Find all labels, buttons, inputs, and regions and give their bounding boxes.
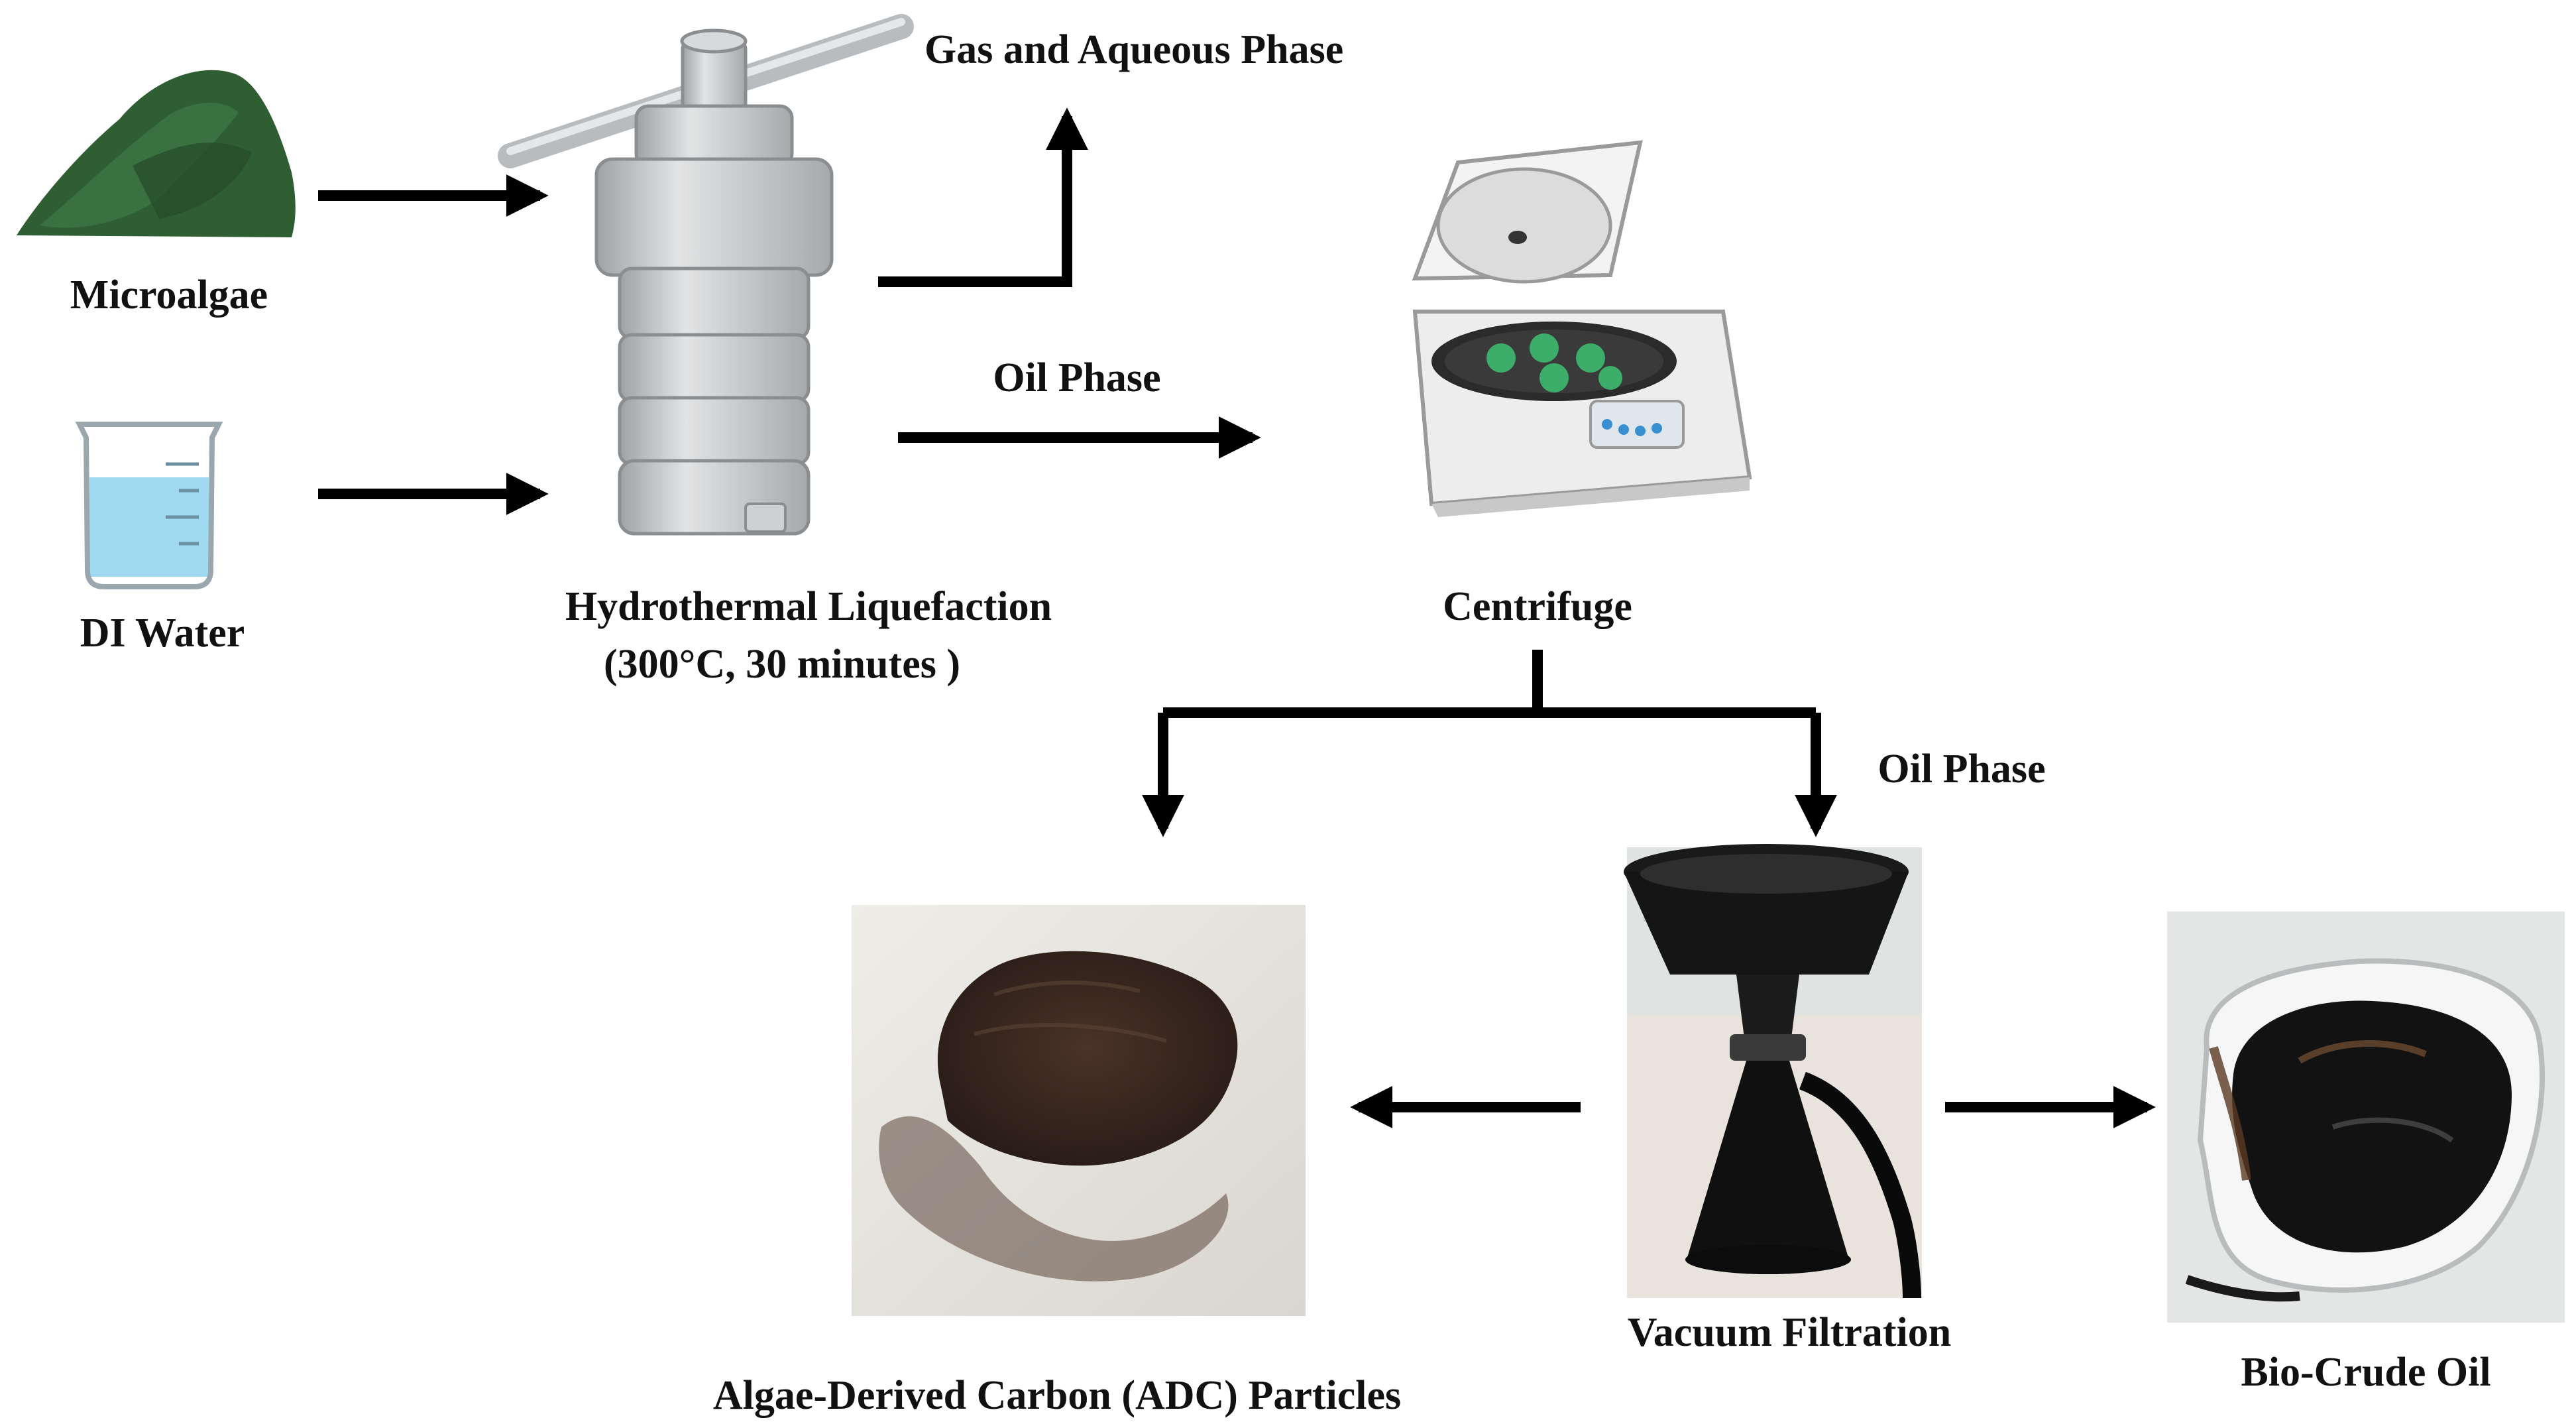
adc-particles-label: Algae-Derived Carbon (ADC) Particles xyxy=(713,1373,1401,1418)
arrow-to-gas-aqueous xyxy=(878,107,1088,287)
hydrothermal-reactor-image xyxy=(498,14,914,536)
vacuum-filtration-label: Vacuum Filtration xyxy=(1628,1310,1952,1355)
htl-title-label: Hydrothermal Liquefaction xyxy=(565,584,1052,629)
bio-crude-oil-photo xyxy=(2167,912,2565,1323)
beaker-image xyxy=(75,422,223,589)
centrifuge-label: Centrifuge xyxy=(1443,584,1632,629)
centrifuge-split-line xyxy=(1163,650,1816,718)
htl-conditions-label: (300°C, 30 minutes ) xyxy=(604,642,960,687)
adc-particles-photo xyxy=(852,905,1306,1316)
microalgae-image xyxy=(17,70,296,237)
oil-phase-label-1: Oil Phase xyxy=(993,355,1160,400)
centrifuge-image xyxy=(1412,140,1752,517)
di-water-label: DI Water xyxy=(80,611,245,656)
oil-phase-label-2: Oil Phase xyxy=(1877,746,2045,792)
microalgae-label: Microalgae xyxy=(70,272,268,318)
gas-aqueous-label: Gas and Aqueous Phase xyxy=(924,27,1343,72)
bio-crude-oil-label: Bio-Crude Oil xyxy=(2241,1350,2491,1395)
vacuum-filtration-photo xyxy=(1624,844,1922,1299)
